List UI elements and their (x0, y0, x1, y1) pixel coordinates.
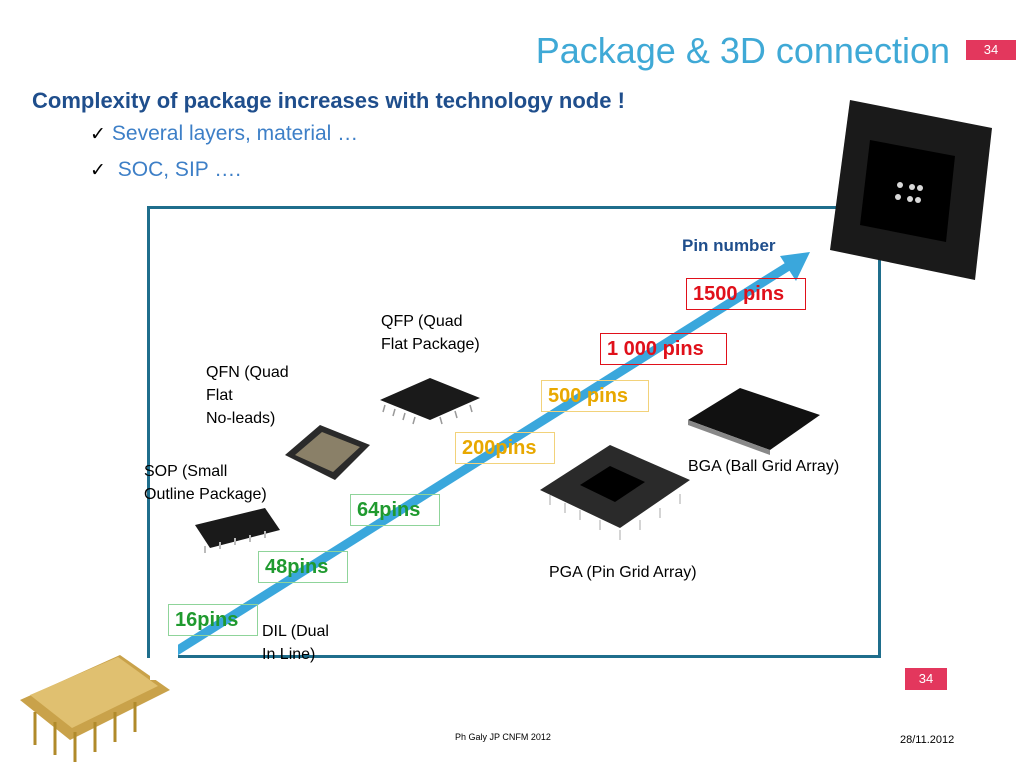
bullet-item: ✓ SOC, SIP …. (90, 158, 241, 182)
footer-date: 28/11.2012 (900, 734, 955, 746)
slide-subtitle: Complexity of package increases with tec… (32, 88, 625, 113)
bga-label: BGA (Ball Grid Array) (688, 458, 840, 475)
sop-chip-icon (195, 508, 280, 553)
footer-credit: Ph Galy JP CNFM 2012 (455, 732, 551, 742)
pga-label: PGA (Pin Grid Array) (549, 564, 697, 581)
pin-count-label: 16pins (168, 604, 258, 636)
bullet-text: SOC, SIP …. (111, 158, 242, 181)
bullet-item: ✓Several layers, material … (90, 122, 358, 146)
qfn-label: QFN (Quad Flat No-leads) (206, 364, 289, 427)
qfp-chip-icon (380, 378, 480, 425)
page-number-badge: 34 (905, 668, 947, 690)
diagram-frame (147, 206, 881, 658)
pin-count-label: 1500 pins (686, 278, 806, 310)
frame-gap (150, 640, 178, 680)
page-number-badge: 34 (966, 40, 1016, 60)
pin-count-label: 48pins (258, 551, 348, 583)
check-icon: ✓ (90, 160, 106, 181)
check-icon: ✓ (90, 124, 106, 145)
growth-arrow-head (780, 252, 810, 281)
pin-count-label: 200pins (455, 432, 555, 464)
sop-label: SOP (Small Outline Package) (144, 463, 267, 503)
pin-count-label: 500 pins (541, 380, 649, 412)
qfn-chip-icon (285, 425, 370, 480)
bga-chip-photo-icon (830, 100, 992, 280)
growth-arrow-shaft (167, 258, 798, 659)
bga-chip-icon (688, 388, 820, 455)
pin-count-label: 1 000 pins (600, 333, 727, 365)
pga-chip-icon (540, 445, 690, 540)
slide-title: Package & 3D connection (535, 30, 950, 71)
qfp-label: QFP (Quad Flat Package) (381, 313, 480, 353)
bullet-text: Several layers, material … (111, 122, 359, 145)
dil-chip-photo-icon (20, 655, 170, 762)
pin-count-label: 64pins (350, 494, 440, 526)
dil-label: DIL (Dual In Line) (262, 623, 329, 663)
pin-number-axis-label: Pin number (682, 236, 776, 255)
